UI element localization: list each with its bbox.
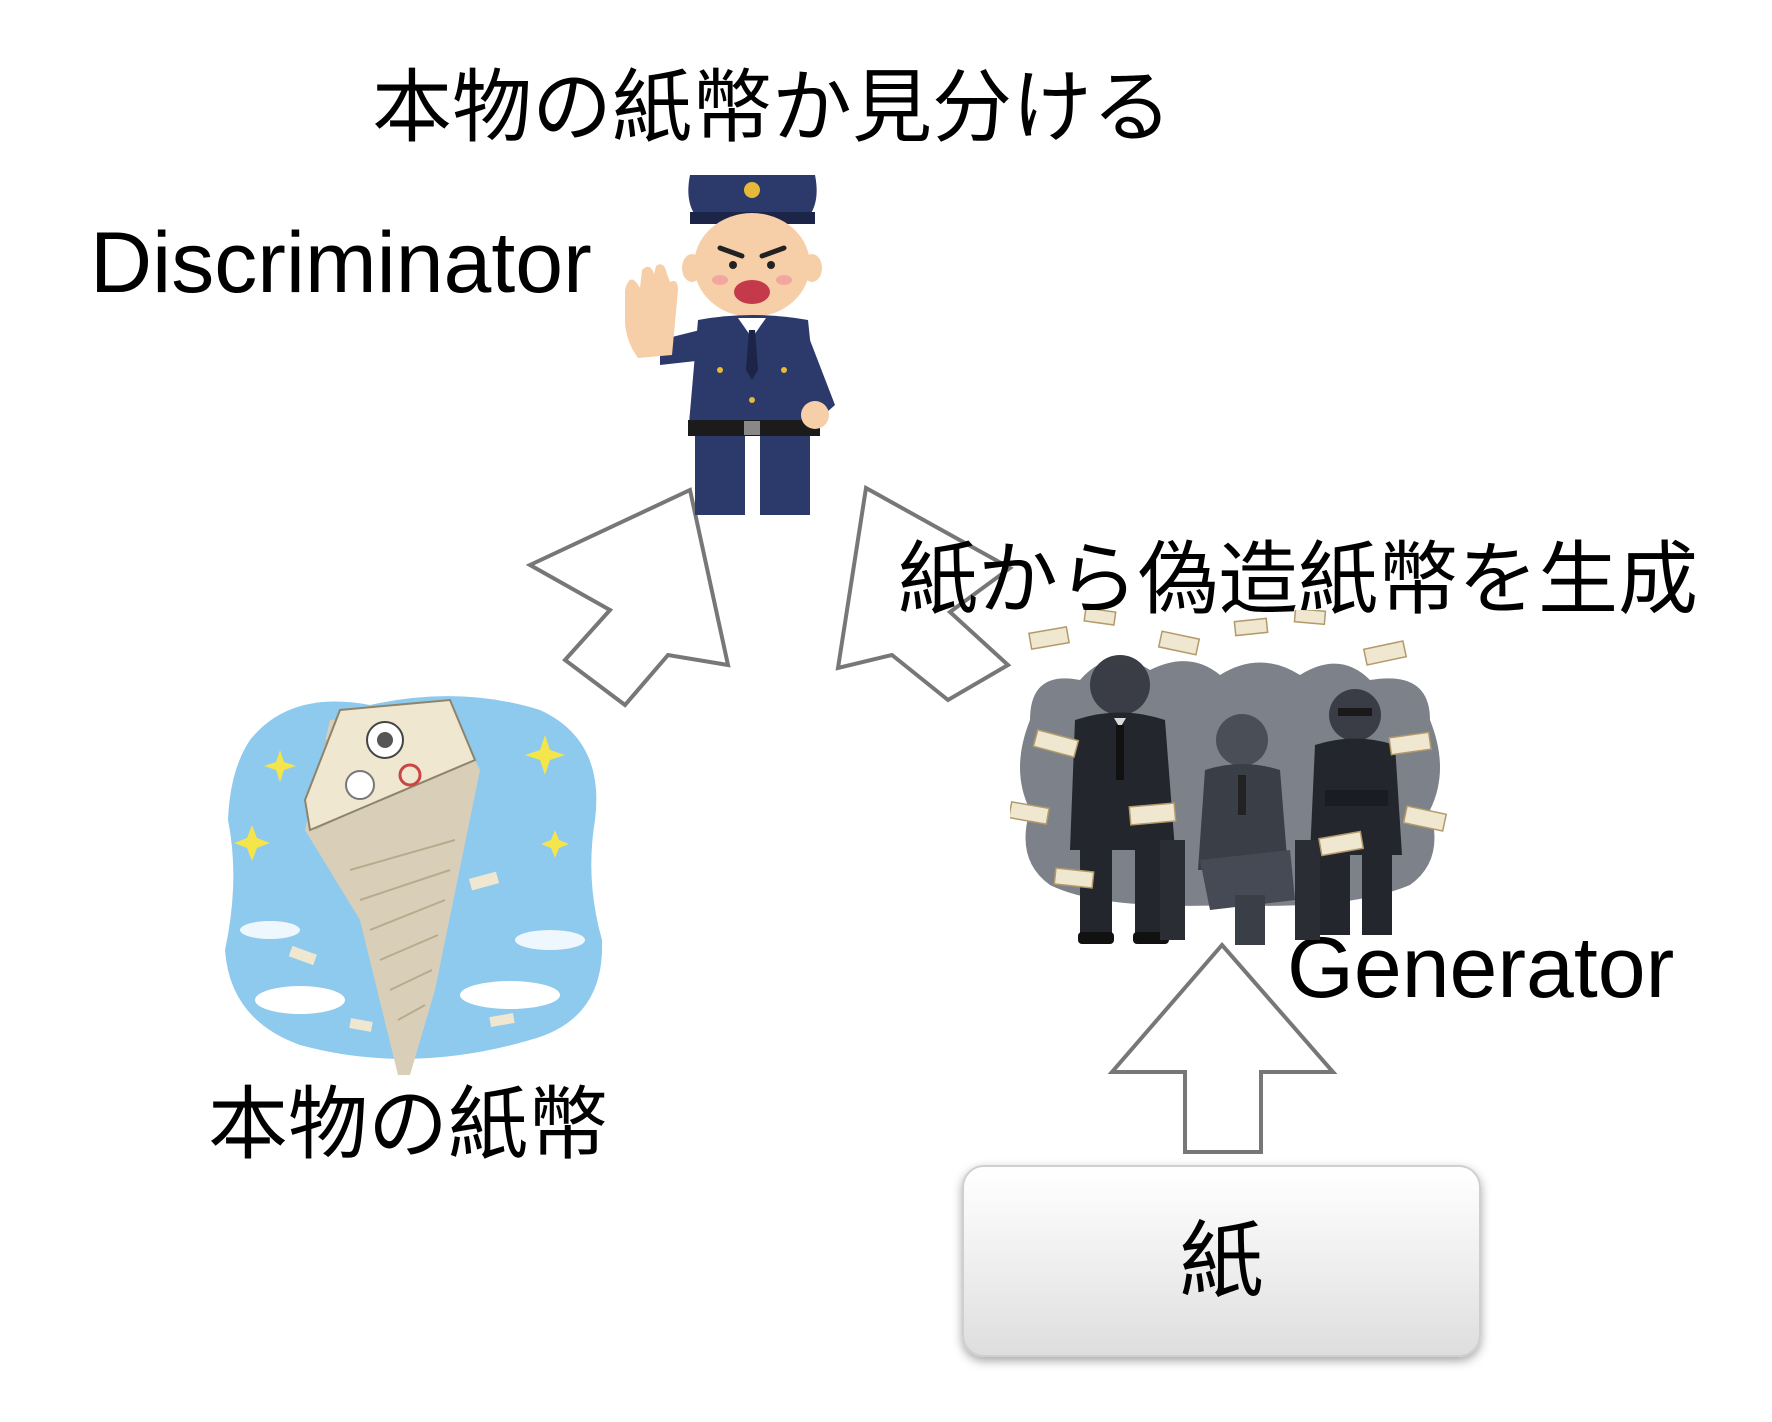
- banknote-stack-icon: [225, 696, 603, 1075]
- generator-task-label: 紙から偽造紙幣を生成: [898, 533, 1698, 626]
- counterfeiters-group-icon: [1010, 610, 1448, 945]
- arrow-generator-to-discriminator: [835, 484, 1014, 703]
- paper-label: 紙: [1179, 1212, 1264, 1310]
- real-banknotes-label: 本物の紙幣: [208, 1078, 608, 1171]
- generator-label: Generator: [1287, 920, 1675, 1016]
- discriminator-task-label: 本物の紙幣か見分ける: [372, 61, 1172, 154]
- discriminator-label: Discriminator: [90, 215, 592, 311]
- police-officer-icon: [625, 175, 835, 515]
- paper-input-box: 紙: [962, 1165, 1481, 1357]
- arrow-real-to-discriminator: [525, 487, 731, 708]
- arrow-paper-to-generator: [1107, 941, 1338, 1154]
